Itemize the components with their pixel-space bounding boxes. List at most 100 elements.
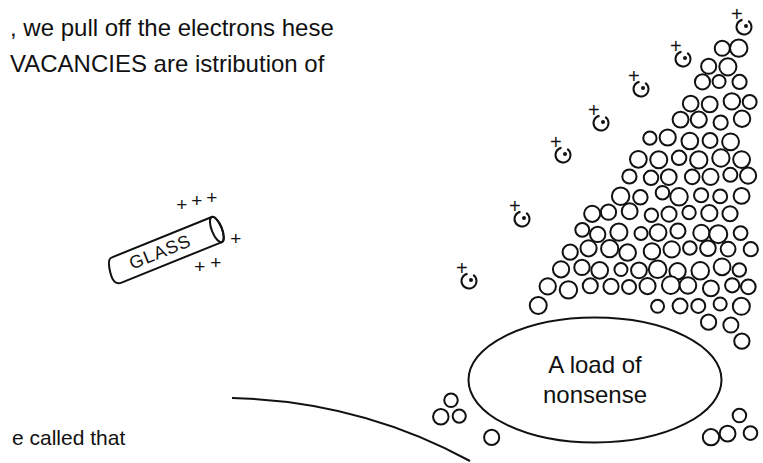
atom [633, 190, 647, 204]
atom [694, 188, 708, 202]
charge-sign: + [509, 194, 521, 218]
atom [701, 315, 716, 330]
atom [734, 111, 750, 127]
atom [656, 186, 670, 200]
atom [673, 112, 689, 128]
atom [664, 241, 680, 257]
atom [601, 240, 618, 257]
speech-text: , we pull off the electrons hese VACANCI… [10, 10, 355, 82]
atom [722, 133, 739, 150]
electron-vacancy [469, 278, 473, 282]
node-outline [467, 316, 723, 444]
atom [691, 262, 709, 280]
atom [703, 429, 719, 445]
atom [703, 280, 719, 296]
atom [453, 410, 466, 423]
atom [732, 75, 746, 89]
atom [700, 241, 716, 257]
atom [590, 227, 605, 242]
atom [734, 334, 749, 349]
atom [584, 206, 600, 222]
atom [725, 278, 739, 292]
atom [601, 205, 616, 220]
atom [649, 260, 667, 278]
charge-sign: + [176, 193, 187, 216]
electron-vacancy [522, 216, 526, 220]
atom [743, 95, 757, 109]
atom [744, 426, 758, 440]
atom [714, 258, 731, 275]
atom [635, 227, 648, 240]
atom [690, 151, 707, 168]
atom [730, 39, 747, 56]
atom [714, 297, 727, 310]
atom [703, 133, 718, 148]
atom [575, 223, 589, 237]
atom [670, 188, 687, 205]
atom [444, 394, 457, 407]
rod-tip [207, 215, 227, 244]
atom [709, 225, 727, 243]
atom [553, 261, 569, 277]
electron-vacancy [563, 152, 567, 156]
atom [643, 131, 656, 144]
atom [691, 112, 707, 128]
atom [713, 75, 726, 88]
charge-sign: + [456, 256, 468, 280]
atom [712, 149, 729, 166]
charge-sign: + [230, 227, 241, 250]
atom [733, 263, 746, 276]
electron-vacancy [744, 24, 748, 28]
atom [702, 169, 718, 185]
atom [560, 281, 577, 298]
atom [680, 277, 697, 294]
atom [740, 168, 756, 184]
atom [682, 133, 699, 150]
charge-sign: + [670, 34, 682, 58]
atom [631, 262, 647, 278]
atom [433, 409, 448, 424]
atom [662, 276, 680, 294]
atom [695, 74, 710, 89]
atom [734, 226, 748, 240]
atom [630, 151, 647, 168]
electron-vacancy [641, 86, 645, 90]
node-text: e called that [12, 425, 125, 450]
atom [574, 260, 589, 275]
atom [614, 263, 627, 276]
atom [714, 115, 728, 129]
atom [622, 203, 638, 219]
atom [734, 188, 750, 204]
charge-sign: + [206, 186, 217, 209]
atom [715, 41, 730, 56]
charge-sign: + [210, 251, 221, 274]
atom [661, 169, 677, 185]
atom [612, 187, 629, 204]
atom [645, 208, 658, 221]
atom [721, 242, 736, 257]
atom [660, 129, 676, 145]
bubble-outline [469, 318, 722, 443]
atom [650, 224, 667, 241]
atom [651, 300, 664, 313]
atom [644, 171, 658, 185]
atom [484, 430, 499, 445]
atom [733, 298, 750, 315]
speech-bubble: e called that [0, 395, 475, 463]
electron-vacancy [601, 120, 605, 124]
atom [670, 223, 685, 238]
atom [683, 96, 699, 112]
atom [644, 243, 660, 259]
atom [622, 280, 636, 294]
atom [682, 206, 695, 219]
atom [661, 207, 676, 222]
atom [583, 278, 598, 293]
node-text: A load of nonsense [525, 350, 665, 410]
atom [691, 299, 705, 313]
atom [610, 224, 627, 241]
atom [702, 96, 718, 112]
atom [683, 241, 697, 255]
electron-vacancy [683, 56, 687, 60]
charge-sign: + [588, 98, 600, 122]
